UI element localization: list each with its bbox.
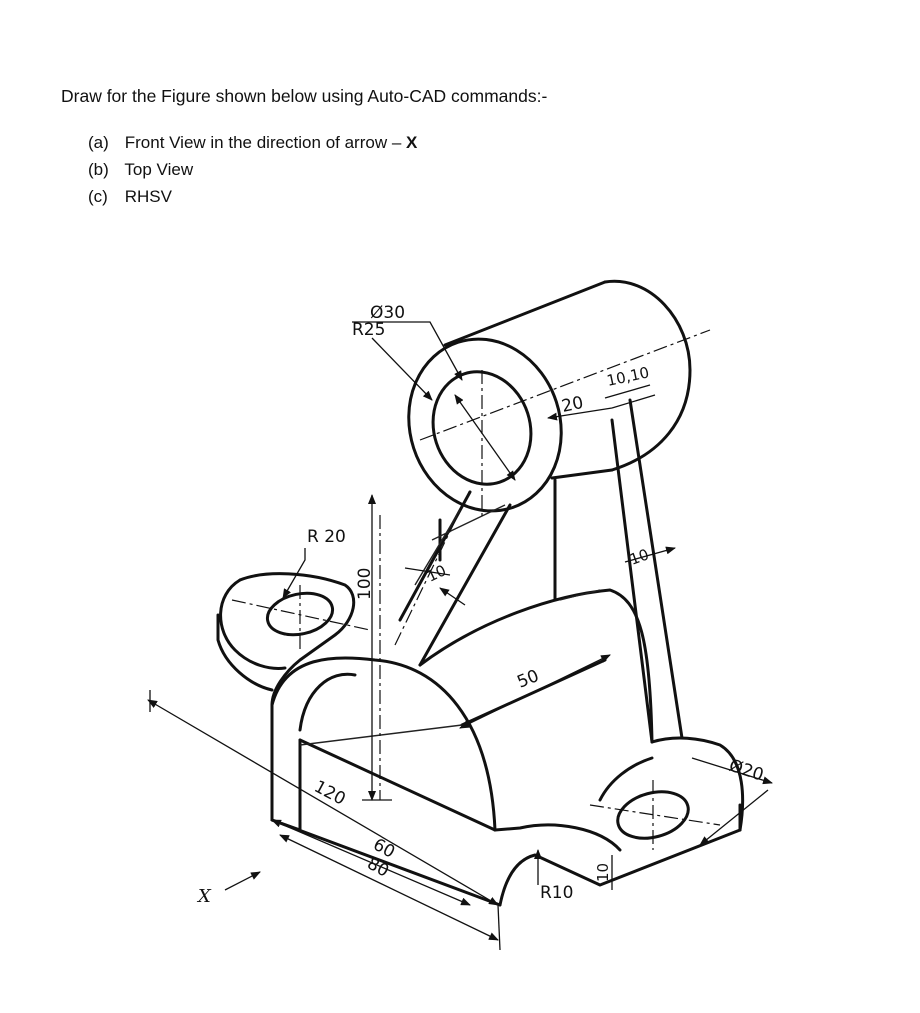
object-body <box>216 279 745 907</box>
left-flange-outer <box>219 578 287 670</box>
dim-web-width: 50 <box>514 666 542 693</box>
task-top-view: (b) Top View <box>88 160 193 180</box>
task-label: (a) <box>88 133 109 152</box>
task-front-view: (a) Front View in the direction of arrow… <box>88 133 417 153</box>
dim-boss-radius: R25 <box>352 320 385 340</box>
dim-rib-right: 10 <box>627 545 651 568</box>
dim-hole-dia: Ø20 <box>726 756 765 786</box>
task-text: Front View in the direction of arrow – <box>124 133 406 152</box>
instructions-heading: Draw for the Figure shown below using Au… <box>61 86 548 106</box>
dim-base-length: 120 <box>311 777 349 810</box>
left-flange-front <box>270 703 302 832</box>
dim-bore-dia: Ø30 <box>370 303 405 323</box>
task-text: RHSV <box>124 187 172 206</box>
boss-back-arc <box>603 279 692 472</box>
dim-base-thickness: 10 <box>594 863 612 882</box>
boss-bore <box>431 370 533 486</box>
arch-top-curve <box>418 588 654 744</box>
left-flange-hole <box>265 591 335 637</box>
dim-fillet-radius: R10 <box>540 883 573 903</box>
right-flange-top <box>650 736 745 832</box>
task-text: Top View <box>124 160 194 179</box>
view-arrow-label: X <box>196 886 212 907</box>
arch-inner <box>298 672 357 732</box>
dim-rib-offsets: 20 <box>560 393 585 417</box>
left-flange-top <box>238 572 356 707</box>
dim-height: 100 <box>355 568 375 600</box>
task-rhsv: (c) RHSV <box>88 187 172 207</box>
boss-bottom-edge <box>550 468 614 480</box>
task-emphasis: X <box>406 133 418 152</box>
right-flange-inner <box>598 756 654 802</box>
base-right-step <box>493 823 622 852</box>
dimension-lines <box>147 321 773 951</box>
right-rib <box>610 398 684 744</box>
left-flange-side <box>216 613 274 692</box>
dim-flange-radius: R 20 <box>307 527 346 547</box>
boss-top-edge <box>443 280 607 347</box>
task-label: (c) <box>88 187 108 206</box>
task-label: (b) <box>88 160 109 179</box>
right-flange-hole <box>616 790 690 840</box>
